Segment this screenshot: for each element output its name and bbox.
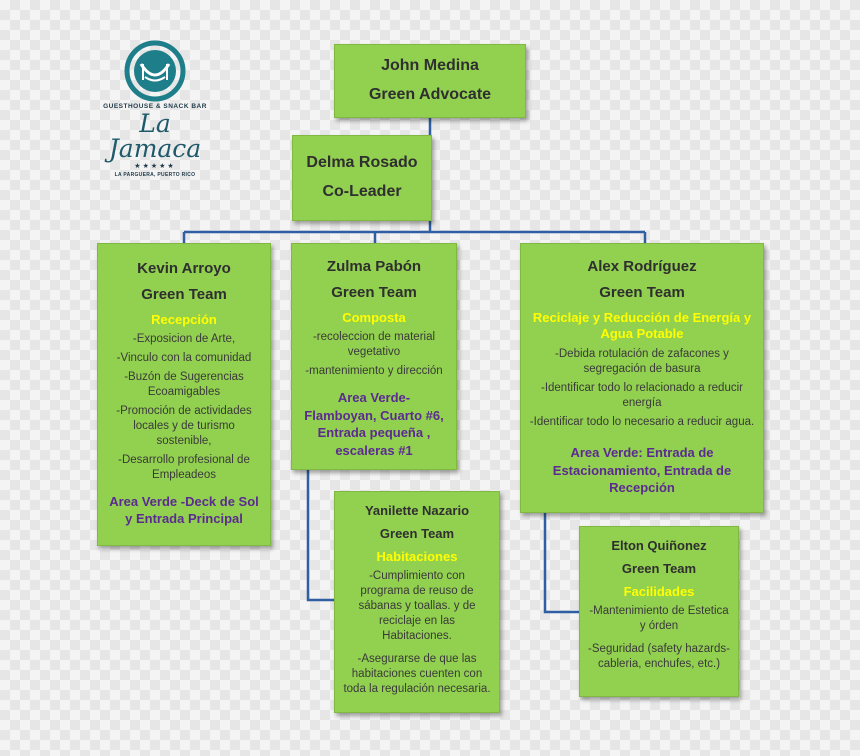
yanilette-item: -Asegurarse de que las habitaciones cuen… [343,653,491,695]
kevin-box: Kevin Arroyo Green Team Recepción -Expos… [97,243,271,546]
alex-area-title: Reciclaje y Reducción de Energía y Agua … [532,309,752,342]
elton-name: Elton Quiñonez [611,538,707,553]
yanilette-item: -Cumplimiento con programa de reuso de s… [358,570,476,643]
kevin-item: -Exposicion de Arte, [132,333,236,346]
elton-role: Green Team [621,560,697,576]
alex-role: Green Team [599,284,685,302]
advocate-role: Green Advocate [368,86,492,103]
alex-item: -Identificar todo lo necesario a reducir… [529,416,755,429]
logo: GUESTHOUSE & SNACK BAR La Jamaca ★★★★★ L… [90,40,220,178]
zulma-box: Zulma Pabón Green Team Composta -recolec… [291,243,457,470]
kevin-name: Kevin Arroyo [137,260,231,277]
logo-name: La Jamaca [108,109,202,163]
kevin-item: -Buzón de Sugerencias Ecoamigables [124,371,244,399]
yanilette-name: Yanilette Nazario [364,503,470,518]
alex-box: Alex Rodríguez Green Team Reciclaje y Re… [520,243,764,513]
zulma-item: -recoleccion de material vegetativo [312,331,436,359]
yanilette-box: Yanilette Nazario Green Team Habitacione… [334,491,500,713]
alex-area-verde: Area Verde: Entrada de Estacionamiento, … [552,444,732,496]
kevin-item: -Vinculo con la comunidad [116,352,252,365]
alex-name: Alex Rodríguez [587,258,697,275]
zulma-area-verde: Area Verde- Flamboyan, Cuarto #6, Entrad… [304,390,444,458]
logo-stars: ★★★★★ [134,163,176,170]
kevin-item: -Desarrollo profesional de Empleadeos [118,453,250,481]
advocate-box: John Medina Green Advocate [334,44,526,118]
elton-item: -Seguridad (safety hazards-cableria, enc… [588,643,730,671]
kevin-area-verde: Area Verde -Deck de Sol y Entrada Princi… [109,493,259,527]
yanilette-area-title: Habitaciones [376,548,458,564]
logo-location: LA PARGUERA, PUERTO RICO [114,172,196,178]
zulma-role: Green Team [331,284,417,302]
elton-item: -Mantenimiento de Estetica y órden [589,605,729,633]
co-leader-name: Delma Rosado [306,154,418,172]
logo-tagline: GUESTHOUSE & SNACK BAR [103,103,207,110]
zulma-item: -mantenimiento y dirección [305,365,443,378]
elton-area-title: Facilidades [623,583,695,599]
kevin-item: -Promoción de actividades locales y de t… [116,405,252,448]
kevin-role: Green Team [141,286,227,304]
co-leader-role: Co-Leader [322,183,402,200]
zulma-area-title: Composta [342,309,406,325]
hammock-logo-icon [124,40,186,102]
yanilette-role: Green Team [379,525,455,541]
co-leader-box: Delma Rosado Co-Leader [292,135,432,221]
connector-elton [543,513,579,614]
alex-item: -Identificar todo lo relacionado a reduc… [540,382,743,410]
advocate-name: John Medina [381,57,479,75]
alex-item: -Debida rotulación de zafacones y segreg… [555,348,729,376]
elton-box: Elton Quiñonez Green Team Facilidades -M… [579,526,739,697]
kevin-area-title: Recepción [151,311,217,327]
zulma-name: Zulma Pabón [326,258,422,275]
connector-yanilette [306,470,334,602]
